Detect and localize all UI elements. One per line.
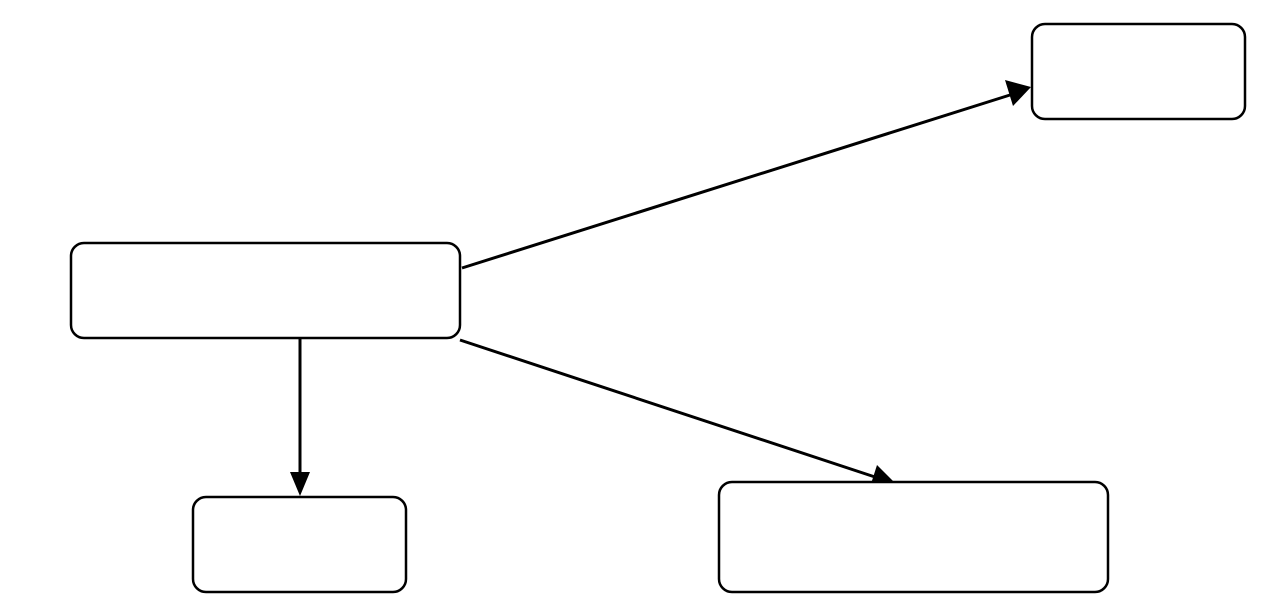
node-target-bottom-left bbox=[191, 495, 408, 594]
node-target-top-right bbox=[1030, 22, 1247, 121]
node-source bbox=[69, 241, 462, 340]
edge-source-to-bottom-right bbox=[459, 338, 896, 487]
edge-source-to-bottom-left bbox=[290, 338, 310, 496]
edge-source-to-top-right bbox=[461, 80, 1031, 270]
node-target-bottom-right bbox=[717, 480, 1110, 594]
